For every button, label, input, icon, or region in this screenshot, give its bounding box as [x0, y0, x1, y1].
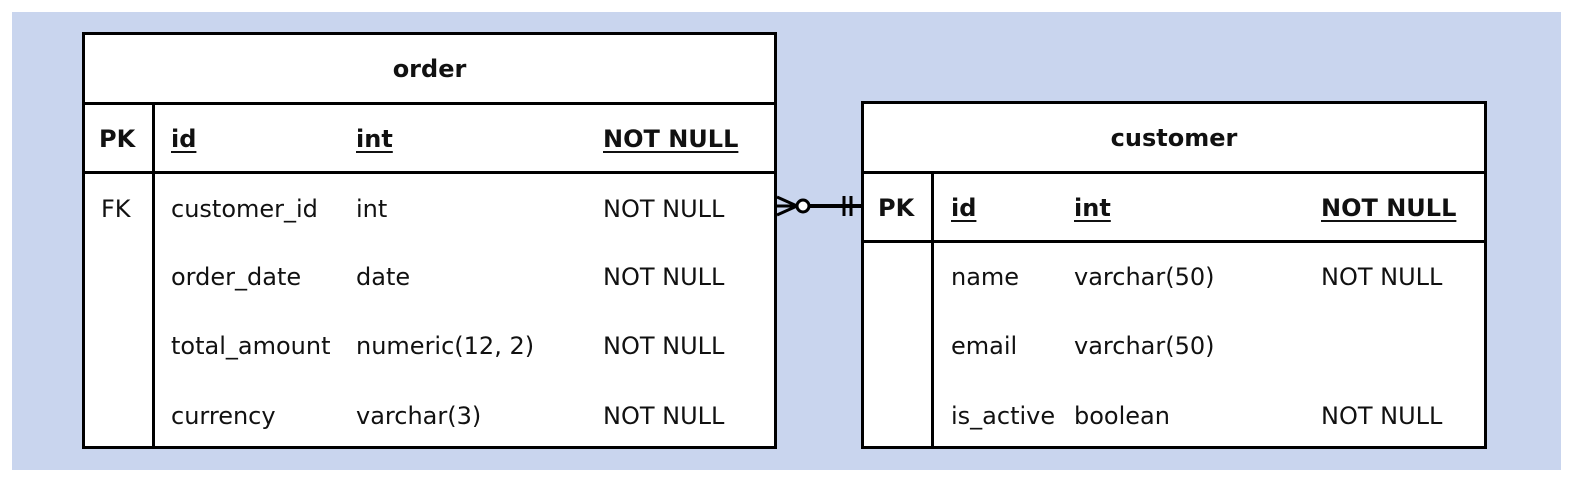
column-constraint: NOT NULL: [603, 195, 725, 223]
zero-or-many-marker: [776, 195, 811, 217]
column-name: email: [951, 332, 1018, 360]
column-name: currency: [171, 402, 276, 430]
entity-title: customer: [864, 104, 1484, 174]
column-type: varchar(50): [1074, 332, 1215, 360]
entity-order[interactable]: order PK id int NOT NULL FK customer_id …: [82, 32, 777, 449]
column-constraint: NOT NULL: [603, 263, 725, 291]
column-type: varchar(3): [356, 402, 482, 430]
pk-label: PK: [99, 125, 136, 153]
column-name: total_amount: [171, 332, 331, 360]
column-constraint: NOT NULL: [1321, 402, 1443, 430]
key-column: [85, 105, 155, 171]
column-type: boolean: [1074, 402, 1170, 430]
primary-key-row: PK id int NOT NULL: [85, 105, 774, 174]
column-type: varchar(50): [1074, 263, 1215, 291]
pk-constraint: NOT NULL: [1321, 194, 1457, 222]
column-constraint: NOT NULL: [603, 332, 725, 360]
primary-key-row: PK id int NOT NULL: [864, 174, 1484, 243]
pk-label: PK: [878, 194, 915, 222]
key-column: [85, 174, 155, 446]
column-type: date: [356, 263, 411, 291]
entity-customer[interactable]: customer PK id int NOT NULL name varchar…: [861, 101, 1487, 449]
pk-column-name: id: [951, 194, 977, 222]
column-type: numeric(12, 2): [356, 332, 535, 360]
column-constraint: NOT NULL: [1321, 263, 1443, 291]
pk-constraint: NOT NULL: [603, 125, 739, 153]
column-name: customer_id: [171, 195, 318, 223]
key-label: FK: [101, 195, 131, 223]
entity-title: order: [85, 35, 774, 105]
column-name: order_date: [171, 263, 302, 291]
pk-column-name: id: [171, 125, 197, 153]
key-column: [864, 174, 934, 240]
key-column: [864, 243, 934, 446]
pk-column-type: int: [1074, 194, 1111, 222]
pk-column-type: int: [356, 125, 393, 153]
column-type: int: [356, 195, 388, 223]
exactly-one-marker: [842, 196, 853, 216]
column-constraint: NOT NULL: [603, 402, 725, 430]
column-name: name: [951, 263, 1020, 291]
column-name: is_active: [951, 402, 1056, 430]
